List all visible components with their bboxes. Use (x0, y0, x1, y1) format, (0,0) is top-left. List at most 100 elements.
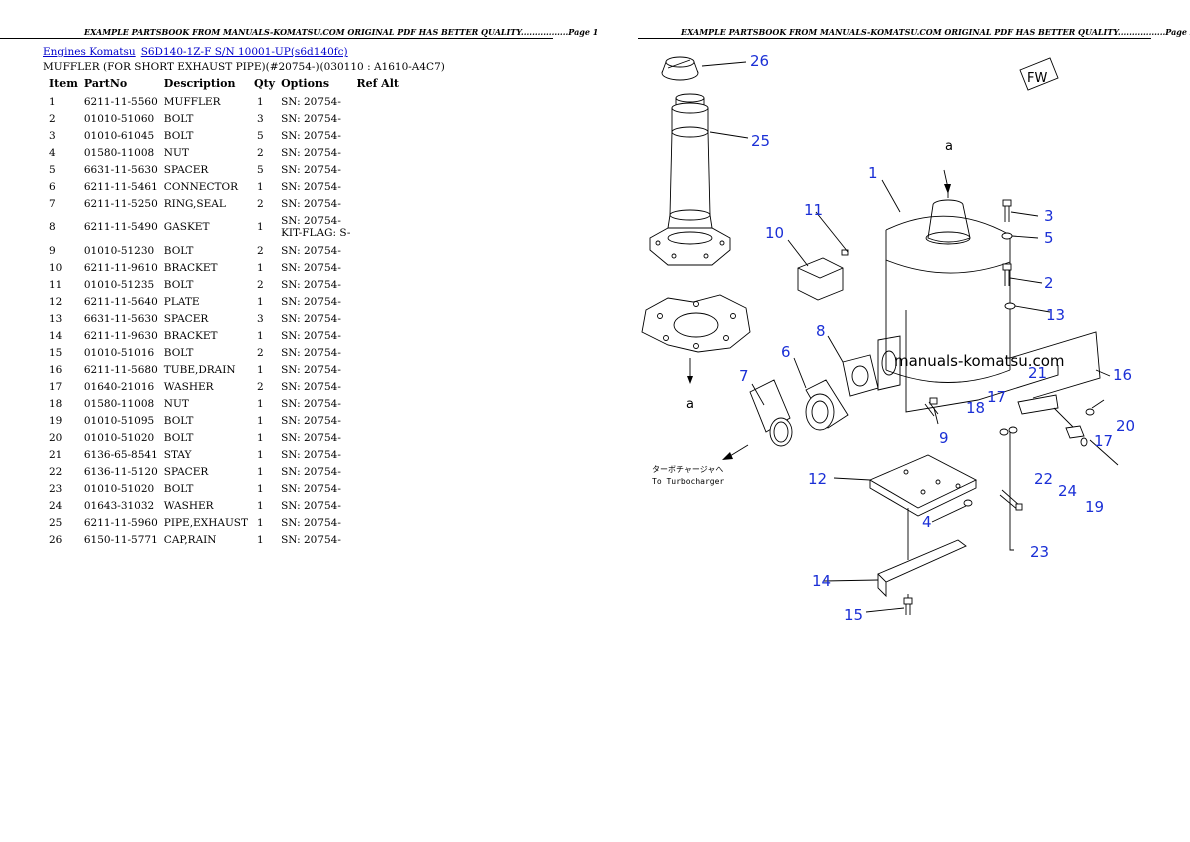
ref-alt-cell (353, 395, 402, 412)
qty-cell: 3 (257, 312, 264, 325)
bolts-upper-drawing (841, 199, 1016, 310)
qty-cell: 3 (257, 112, 264, 125)
options-cell: SN: 20754- (278, 310, 353, 327)
description-cell: SPACER (163, 163, 209, 176)
options-serial: SN: 20754- (281, 448, 341, 461)
options-cell: SN: 20754- (278, 242, 353, 259)
callout-3: 3 (1044, 207, 1054, 225)
col-header-qty: Qty (254, 77, 276, 90)
breadcrumb-link-model[interactable]: S6D140-1Z-F S/N 10001-UP(s6d140fc) (140, 46, 348, 58)
qty-cell: 1 (257, 261, 264, 274)
options-serial: SN: 20754- (281, 346, 341, 359)
description-cell: BOLT (163, 129, 194, 142)
ref-alt-cell (353, 178, 402, 195)
partno-cell: 6136-11-5120 (83, 465, 158, 478)
description-cell: BOLT (163, 431, 194, 444)
qty-cell: 1 (257, 499, 264, 512)
page-2-header: EXAMPLE PARTSBOOK FROM MANUALS-KOMATSU.C… (681, 27, 1190, 37)
item-cell: 18 (49, 397, 63, 410)
partno-cell: 6211-11-5680 (83, 363, 158, 376)
ref-alt-cell (353, 480, 402, 497)
callout-22: 22 (1034, 470, 1053, 488)
item-cell: 13 (49, 312, 63, 325)
options-serial: SN: 20754- (281, 261, 341, 274)
qty-cell: 1 (257, 414, 264, 427)
options-serial: SN: 20754- (281, 499, 341, 512)
description-cell: SPACER (163, 465, 209, 478)
options-cell: SN: 20754- (278, 195, 353, 212)
item-cell: 9 (49, 244, 56, 257)
qty-cell: 1 (257, 482, 264, 495)
qty-cell: 1 (257, 516, 264, 529)
col-header-description: Description (163, 77, 236, 90)
exploded-parts-diagram: a a (638, 40, 1151, 700)
partno-cell: 6211-11-5560 (83, 95, 158, 108)
qty-cell: 1 (257, 221, 264, 233)
partno-cell: 01010-51230 (83, 244, 155, 257)
description-cell: NUT (163, 397, 189, 410)
options-cell: SN: 20754- (278, 361, 353, 378)
parts-table-header: Item PartNo Description Qty Options Ref … (43, 76, 402, 93)
item-cell: 12 (49, 295, 63, 308)
page-1-header: EXAMPLE PARTSBOOK FROM MANUALS-KOMATSU.C… (84, 27, 599, 37)
options-cell: SN: 20754- (278, 514, 353, 531)
callout-5: 5 (1044, 229, 1054, 247)
options-cell: SN: 20754- (278, 110, 353, 127)
item-cell: 25 (49, 516, 63, 529)
partno-cell: 6211-11-5640 (83, 295, 158, 308)
ref-alt-cell (353, 259, 402, 276)
ref-alt-cell (353, 463, 402, 480)
qty-cell: 1 (257, 329, 264, 342)
turbocharger-label-jp: ターボチャージャへ (652, 465, 723, 474)
item-cell: 3 (49, 129, 56, 142)
ref-alt-cell (353, 144, 402, 161)
table-row: 9 01010-51230 BOLT 2 SN: 20754- (43, 242, 402, 259)
flange-gasket-drawing (641, 294, 751, 384)
options-serial: SN: 20754- (281, 533, 341, 546)
ref-alt-cell (353, 514, 402, 531)
options-cell: SN: 20754- (278, 446, 353, 463)
options-serial: SN: 20754- (281, 163, 341, 176)
drain-tube-drawing (1009, 331, 1101, 551)
item-cell: 10 (49, 261, 63, 274)
partno-cell: 01580-11008 (83, 146, 155, 159)
description-cell: BOLT (163, 244, 194, 257)
callout-14: 14 (812, 572, 831, 590)
arrow-label-a-lower: a (686, 397, 694, 412)
callout-17-lower: 17 (1094, 432, 1113, 450)
item-cell: 1 (49, 95, 56, 108)
options-serial: SN: 20754- (281, 146, 341, 159)
item-cell: 11 (49, 278, 63, 291)
options-serial: SN: 20754- (281, 482, 341, 495)
qty-cell: 1 (257, 397, 264, 410)
partno-cell: 01010-51235 (83, 278, 155, 291)
item-cell: 20 (49, 431, 63, 444)
item-cell: 15 (49, 346, 63, 359)
col-header-ref-alt: Ref Alt (356, 77, 399, 90)
partno-cell: 01010-51020 (83, 431, 155, 444)
partno-cell: 6136-65-8541 (83, 448, 158, 461)
ref-alt-cell (353, 446, 402, 463)
qty-cell: 2 (257, 244, 264, 257)
description-cell: PIPE,EXHAUST (163, 516, 248, 529)
partno-cell: 6211-11-5490 (83, 221, 158, 233)
options-serial: SN: 20754- (281, 414, 341, 427)
callout-26: 26 (750, 52, 769, 70)
breadcrumb-link-engines[interactable]: Engines Komatsu (43, 46, 136, 58)
ref-alt-cell (353, 161, 402, 178)
item-cell: 22 (49, 465, 63, 478)
item-cell: 21 (49, 448, 63, 461)
options-serial: SN: 20754- (281, 244, 341, 257)
breadcrumb: Engines Komatsu S6D140-1Z-F S/N 10001-UP(… (43, 46, 348, 58)
